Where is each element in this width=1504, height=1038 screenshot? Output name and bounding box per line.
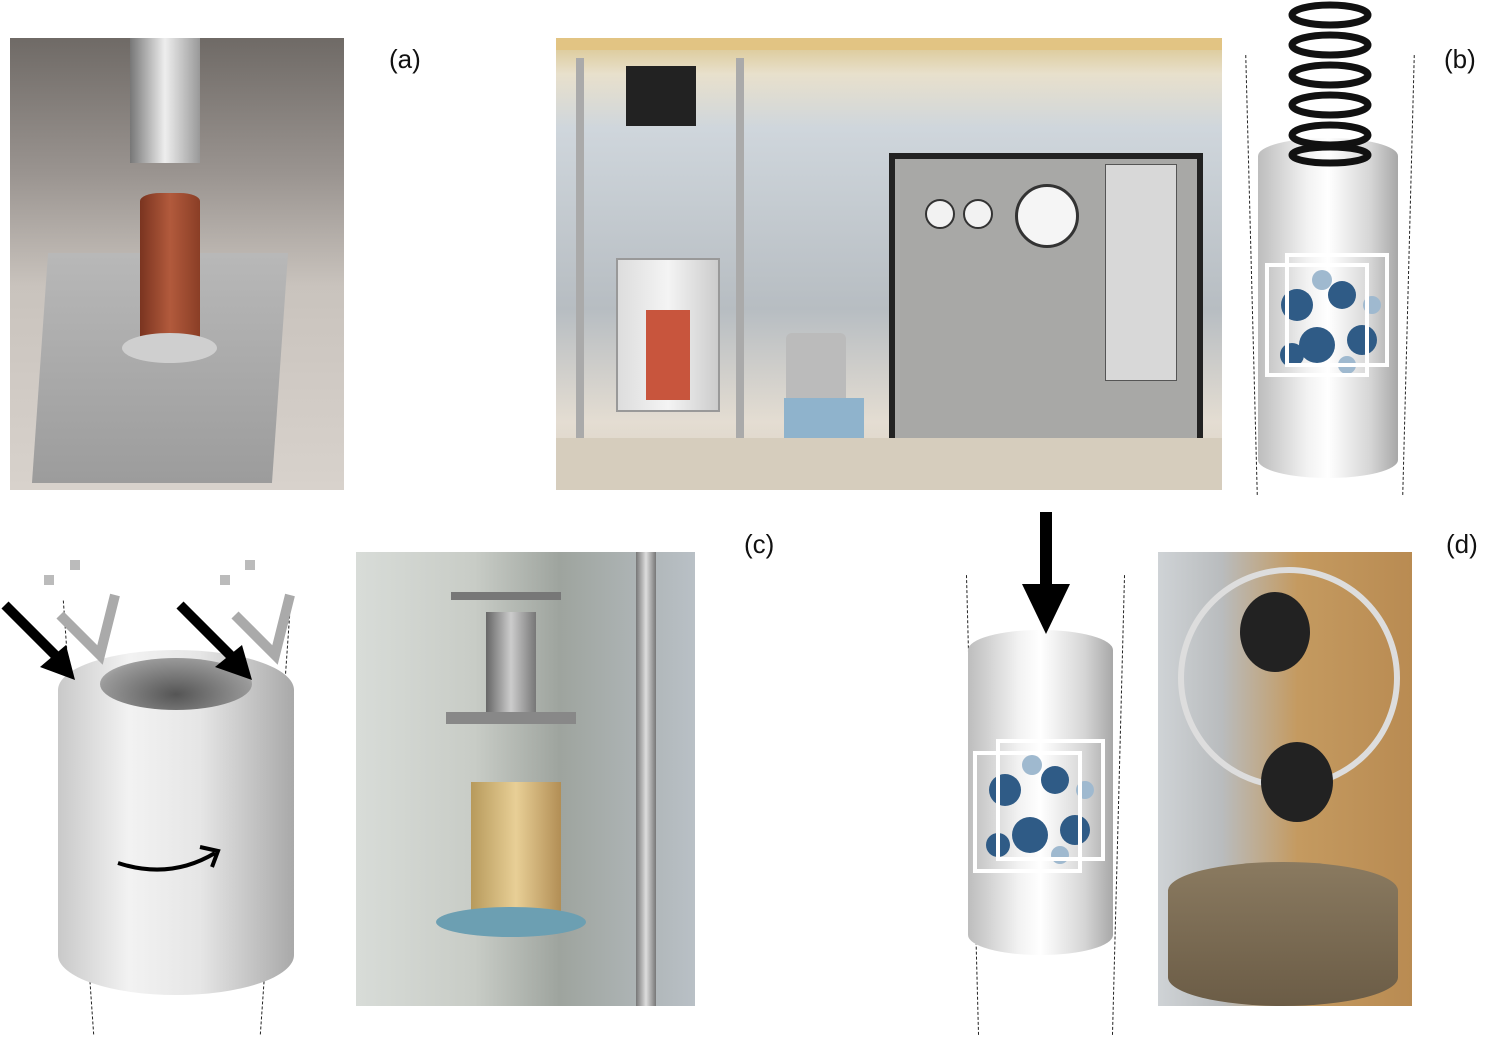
photo-triaxial-apparatus	[556, 38, 1222, 490]
load-actuator	[626, 66, 696, 126]
dial-gauge-icon	[1240, 592, 1310, 672]
control-panel	[889, 153, 1203, 457]
gauge-icon	[925, 199, 955, 229]
sample-base	[122, 333, 217, 363]
hollow-cylinder	[58, 650, 294, 995]
volume-gauges	[1105, 164, 1177, 381]
photo-proving-ring	[1158, 552, 1412, 1006]
triaxial-cell	[616, 258, 720, 412]
arrows-icon	[1, 560, 295, 872]
soil-sample	[140, 193, 200, 353]
boundary-line	[1402, 55, 1415, 495]
label-b: (b)	[1444, 44, 1476, 74]
specimen	[646, 310, 690, 400]
label-c: (c)	[744, 529, 775, 559]
label-d: (d)	[1446, 529, 1478, 559]
dial-gauge-icon	[1261, 742, 1333, 822]
loading-base	[1168, 862, 1398, 1006]
particle-cube-icon	[1265, 253, 1389, 377]
top-plate	[451, 592, 561, 600]
down-arrow-icon	[1022, 512, 1070, 634]
photo-hollow-cylinder-apparatus	[356, 552, 695, 1006]
plate	[446, 712, 576, 724]
bench	[556, 438, 1222, 490]
load-cell	[486, 612, 536, 722]
spring-icon	[1288, 1, 1372, 167]
column	[636, 552, 656, 1006]
gauge-icon	[1015, 184, 1079, 248]
frame-rod	[576, 58, 584, 448]
particle-cube-icon	[973, 739, 1105, 873]
ceiling	[556, 38, 1222, 50]
label-a: (a)	[389, 44, 421, 74]
photo-sample-preparation	[10, 38, 344, 490]
frame-rod	[736, 58, 744, 448]
gauge-icon	[963, 199, 993, 229]
base-ring	[436, 907, 586, 937]
boundary-line	[1245, 55, 1258, 495]
specimen-cell	[471, 782, 561, 922]
piston	[130, 38, 200, 163]
